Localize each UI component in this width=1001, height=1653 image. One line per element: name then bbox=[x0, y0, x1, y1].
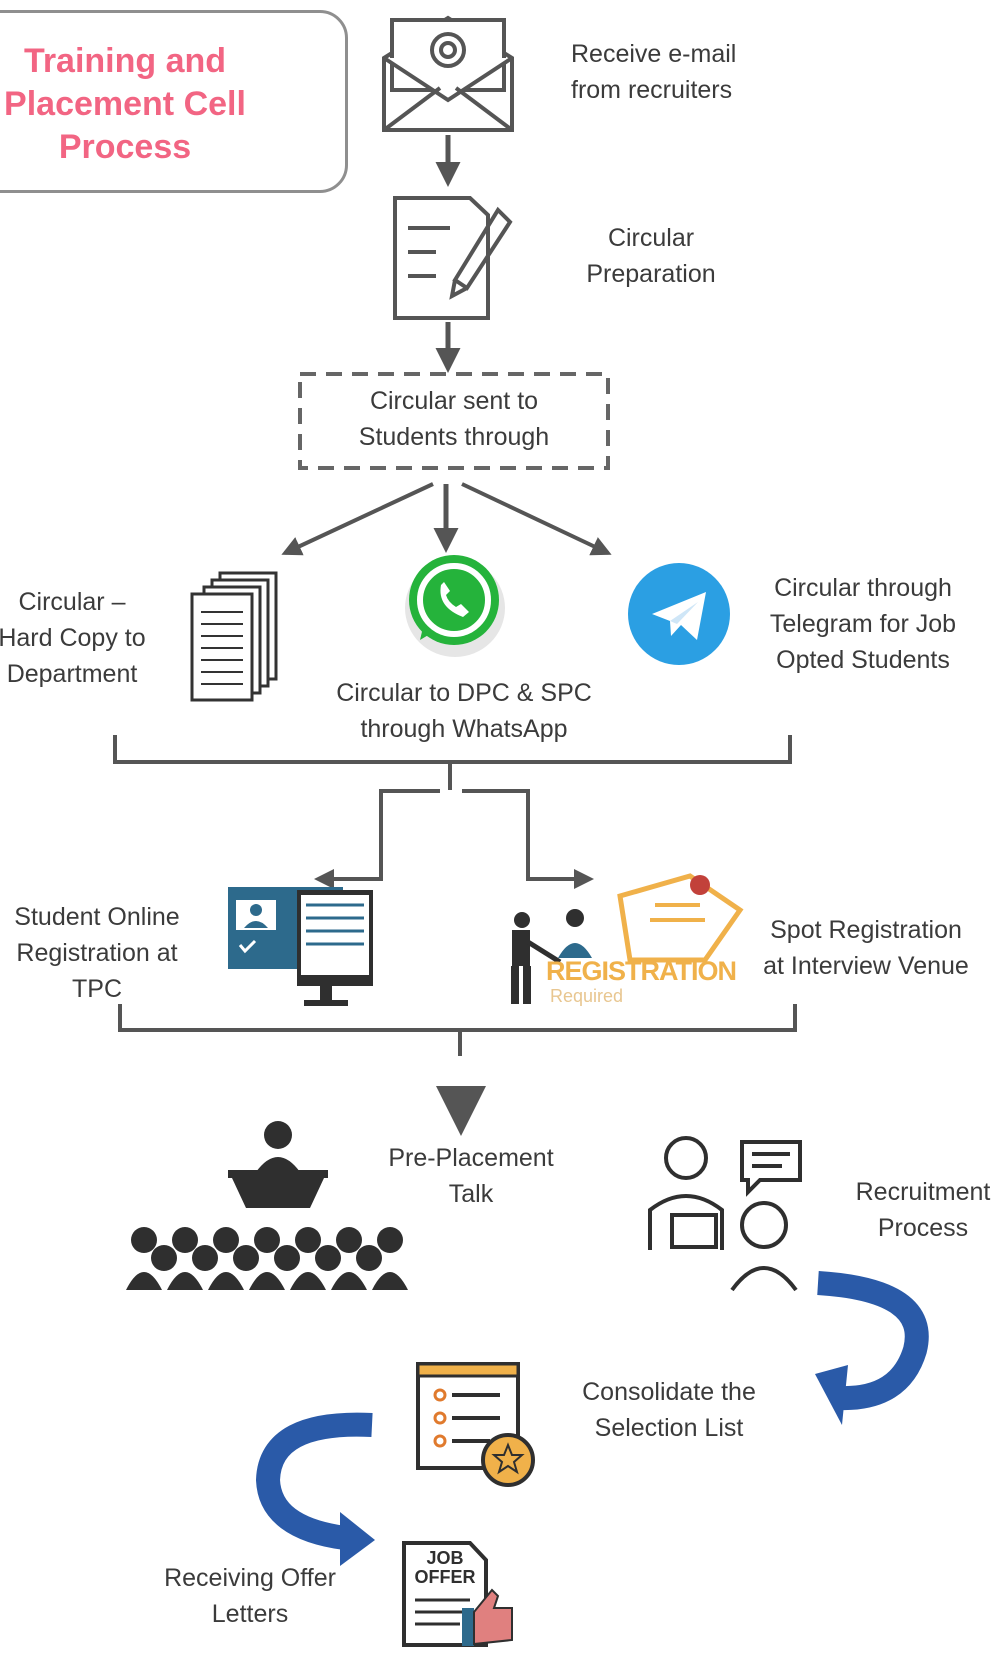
envelope-at-icon bbox=[382, 15, 514, 132]
registration-sign-subtext: Required bbox=[550, 986, 624, 1006]
telegram-icon bbox=[628, 563, 730, 665]
job-offer-icon bbox=[402, 1541, 513, 1647]
label-online-registration: Student Online Registration at TPC bbox=[14, 903, 180, 1003]
title-box bbox=[0, 10, 348, 193]
label-telegram: Circular through Telegram for Job Opted … bbox=[769, 574, 957, 674]
registration-desk-icon bbox=[511, 873, 744, 1004]
circular-sent-box bbox=[298, 372, 610, 470]
curved-arrow-left bbox=[255, 1412, 375, 1566]
bracket-lower bbox=[118, 1004, 797, 1056]
arrow-to-telegram bbox=[461, 482, 612, 556]
label-offer-letters: Receiving Offer Letters bbox=[164, 1564, 336, 1628]
label-circular-preparation: Circular Preparation bbox=[586, 224, 716, 288]
whatsapp-icon bbox=[405, 555, 505, 657]
label-consolidate: Consolidate the Selection List bbox=[582, 1378, 756, 1442]
arrow-to-spot-registration bbox=[462, 789, 594, 889]
audience-speaker-icon bbox=[126, 1121, 408, 1290]
label-receive-email: Receive e-mail from recruiters bbox=[571, 40, 737, 104]
checklist-clipboard-icon bbox=[416, 1362, 535, 1487]
arrow-to-hard-copy bbox=[281, 482, 434, 556]
interview-icon bbox=[648, 1136, 802, 1292]
registration-sign-text: REGISTRATION bbox=[546, 956, 737, 986]
diagram-title: Training and Placement Cell Process bbox=[4, 42, 246, 166]
job-offer-badge: JOB OFFER bbox=[414, 1548, 476, 1587]
curved-arrow-right bbox=[815, 1271, 929, 1425]
label-spot-registration: Spot Registration at Interview Venue bbox=[763, 916, 969, 980]
computer-monitor-icon bbox=[228, 887, 373, 1006]
label-whatsapp: Circular to DPC & SPC through WhatsApp bbox=[336, 679, 592, 743]
document-pencil-icon bbox=[393, 196, 513, 320]
arrow-to-online-registration bbox=[314, 789, 440, 889]
label-circular-sent: Circular sent to Students through bbox=[358, 387, 550, 451]
label-hard-copy: Circular – Hard Copy to Department bbox=[0, 588, 146, 688]
paper-stack-icon bbox=[190, 571, 278, 702]
label-recruitment: Recruitment Process bbox=[855, 1178, 991, 1242]
bracket-upper bbox=[113, 735, 792, 790]
label-pre-placement: Pre-Placement Talk bbox=[388, 1144, 554, 1208]
